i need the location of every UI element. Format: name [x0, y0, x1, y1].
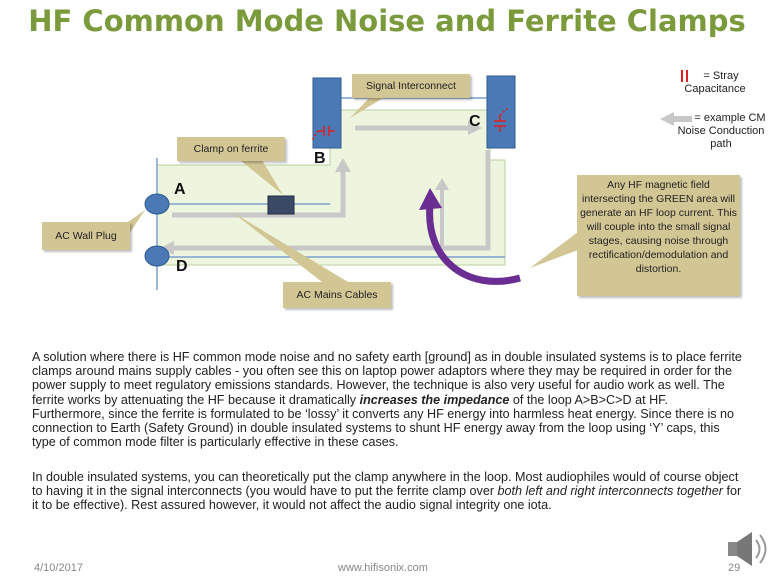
equipment-b-box — [312, 77, 342, 149]
slide-title: HF Common Mode Noise and Ferrite Clamps — [28, 4, 746, 38]
paragraph-2-text-a: In double insulated systems, you can the… — [32, 470, 739, 499]
stray-capacitance-b — [311, 126, 335, 141]
legend-capacitance-symbol — [681, 70, 688, 82]
paragraph-2-text-b: for it to be effective). Rest assured ho… — [32, 484, 742, 513]
stray-capacitance-c — [494, 107, 509, 132]
node-label-a: A — [174, 181, 186, 198]
callout-signal-interconnect: Signal Interconnect — [352, 74, 470, 98]
pointer-wall-plug — [125, 210, 145, 240]
callout-ac-wall-plug: AC Wall Plug — [42, 222, 130, 250]
footer-page-number: 29 — [728, 562, 741, 574]
cm-noise-path — [172, 125, 491, 251]
pointer-clamp — [240, 160, 283, 195]
pointer-green-note — [530, 232, 578, 268]
node-label-d: D — [176, 258, 188, 275]
legend-path-arrow — [660, 112, 692, 126]
paragraph-2-emphasis: both left and right interconnects togeth… — [497, 484, 723, 499]
body-paragraph-2: In double insulated systems, you can the… — [32, 470, 744, 513]
plug-pin-d — [144, 245, 170, 267]
speaker-icon — [728, 532, 767, 566]
node-label-c: C — [469, 113, 481, 130]
pointer-signal — [350, 94, 390, 118]
purple-arrowhead — [419, 188, 442, 210]
node-label-b: B — [314, 150, 326, 167]
callout-green-area-note: Any HF magnetic field intersecting the G… — [577, 175, 740, 296]
footer-date: 4/10/2017 — [34, 562, 83, 574]
legend-cm-path: = example CM Noise Conduction path — [677, 112, 766, 150]
plug-pin-a — [144, 193, 170, 215]
footer-site[interactable]: www.hifisonix.com — [338, 562, 428, 574]
body-paragraph-1: A solution where there is HF common mode… — [32, 350, 744, 449]
callout-ac-mains-cables: AC Mains Cables — [283, 282, 391, 308]
paragraph-1-emphasis: increases the impedance — [359, 392, 510, 407]
paragraph-1-text-a: A solution where there is HF common mode… — [32, 350, 742, 407]
equipment-c-box — [486, 75, 516, 149]
ferrite-clamp — [267, 195, 295, 215]
pointer-mains — [232, 212, 348, 282]
cm-noise-arrowheads — [160, 121, 482, 255]
paragraph-1-text-b: of the loop A>B>C>D at HF. Furthermore, … — [32, 392, 735, 450]
callout-clamp-on-ferrite: Clamp on ferrite — [177, 137, 285, 161]
legend-stray-capacitance: = Stray Capacitance — [684, 70, 746, 95]
purple-curved-arrow — [426, 204, 521, 285]
